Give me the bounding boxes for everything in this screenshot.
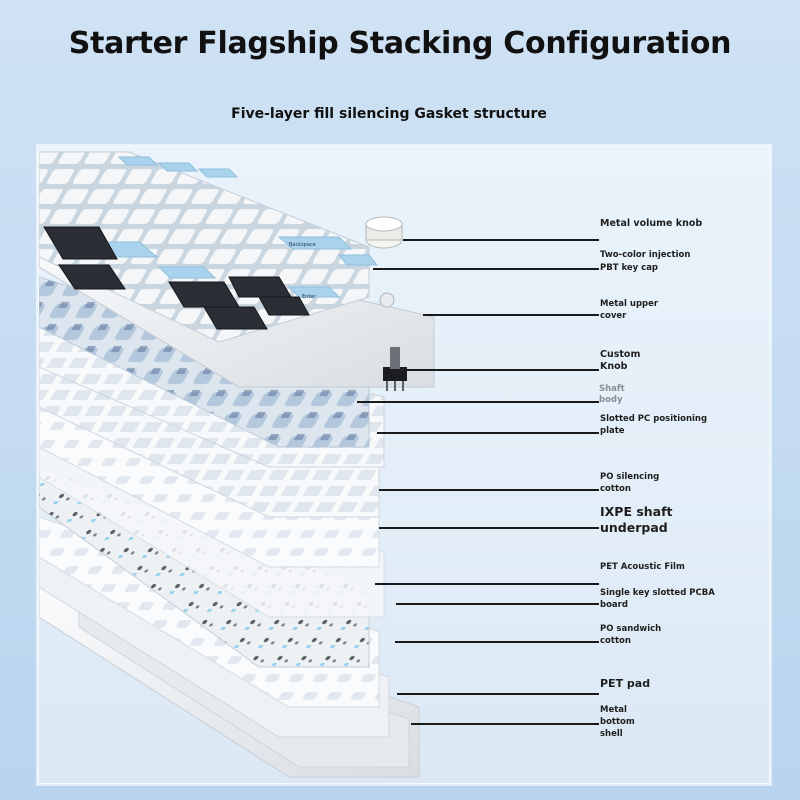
label-custom-knob: Custom Knob xyxy=(600,349,641,372)
leader-line xyxy=(379,489,599,491)
label-single-key-pcba: Single key slotted PCBA board xyxy=(600,588,715,610)
keyboard-exploded-illustration: Backspace Enter xyxy=(39,151,435,778)
metal-volume-knob-icon xyxy=(365,216,403,249)
keycap-legend-backspace: Backspace xyxy=(289,242,316,248)
leader-line xyxy=(377,432,599,434)
label-pet-pad: PET pad xyxy=(600,677,651,690)
label-metal-bottom-shell: Metal bottom shell xyxy=(600,705,635,739)
label-pbt-key-cap: PBT key cap xyxy=(600,263,659,273)
leader-line xyxy=(395,641,599,643)
leader-line xyxy=(403,239,599,241)
label-po-silencing-cotton: PO silencing cotton xyxy=(600,472,660,494)
keycap-legend-enter: Enter xyxy=(302,294,316,300)
leader-line xyxy=(375,583,599,585)
page-subtitle: Five-layer fill silencing Gasket structu… xyxy=(231,106,547,122)
exploded-view-panel: Backspace Enter Metal volume knob Two-co… xyxy=(38,146,770,784)
leader-line xyxy=(411,723,599,725)
leader-line xyxy=(397,693,599,695)
page-title: Starter Flagship Stacking Configuration xyxy=(68,26,732,61)
leader-line xyxy=(396,603,599,605)
leader-line xyxy=(407,369,599,371)
custom-knob-icon xyxy=(383,347,407,391)
leader-line xyxy=(379,527,599,529)
label-metal-volume-knob: Metal volume knob xyxy=(600,218,703,229)
label-metal-upper-cover: Metal upper cover xyxy=(600,299,659,321)
label-slotted-pc-plate: Slotted PC positioning plate xyxy=(600,414,708,436)
label-pet-acoustic-film: PET Acoustic Film xyxy=(600,562,685,572)
leader-line xyxy=(373,268,599,270)
leader-line xyxy=(423,314,599,316)
label-po-sandwich-cotton: PO sandwich cotton xyxy=(600,624,662,646)
label-ixpe-shaft-underpad: IXPE shaft underpad xyxy=(600,504,673,535)
label-two-color-injection: Two-color injection xyxy=(600,250,691,260)
leader-line xyxy=(357,401,599,403)
label-shaft-body: Shaft body xyxy=(599,384,625,405)
